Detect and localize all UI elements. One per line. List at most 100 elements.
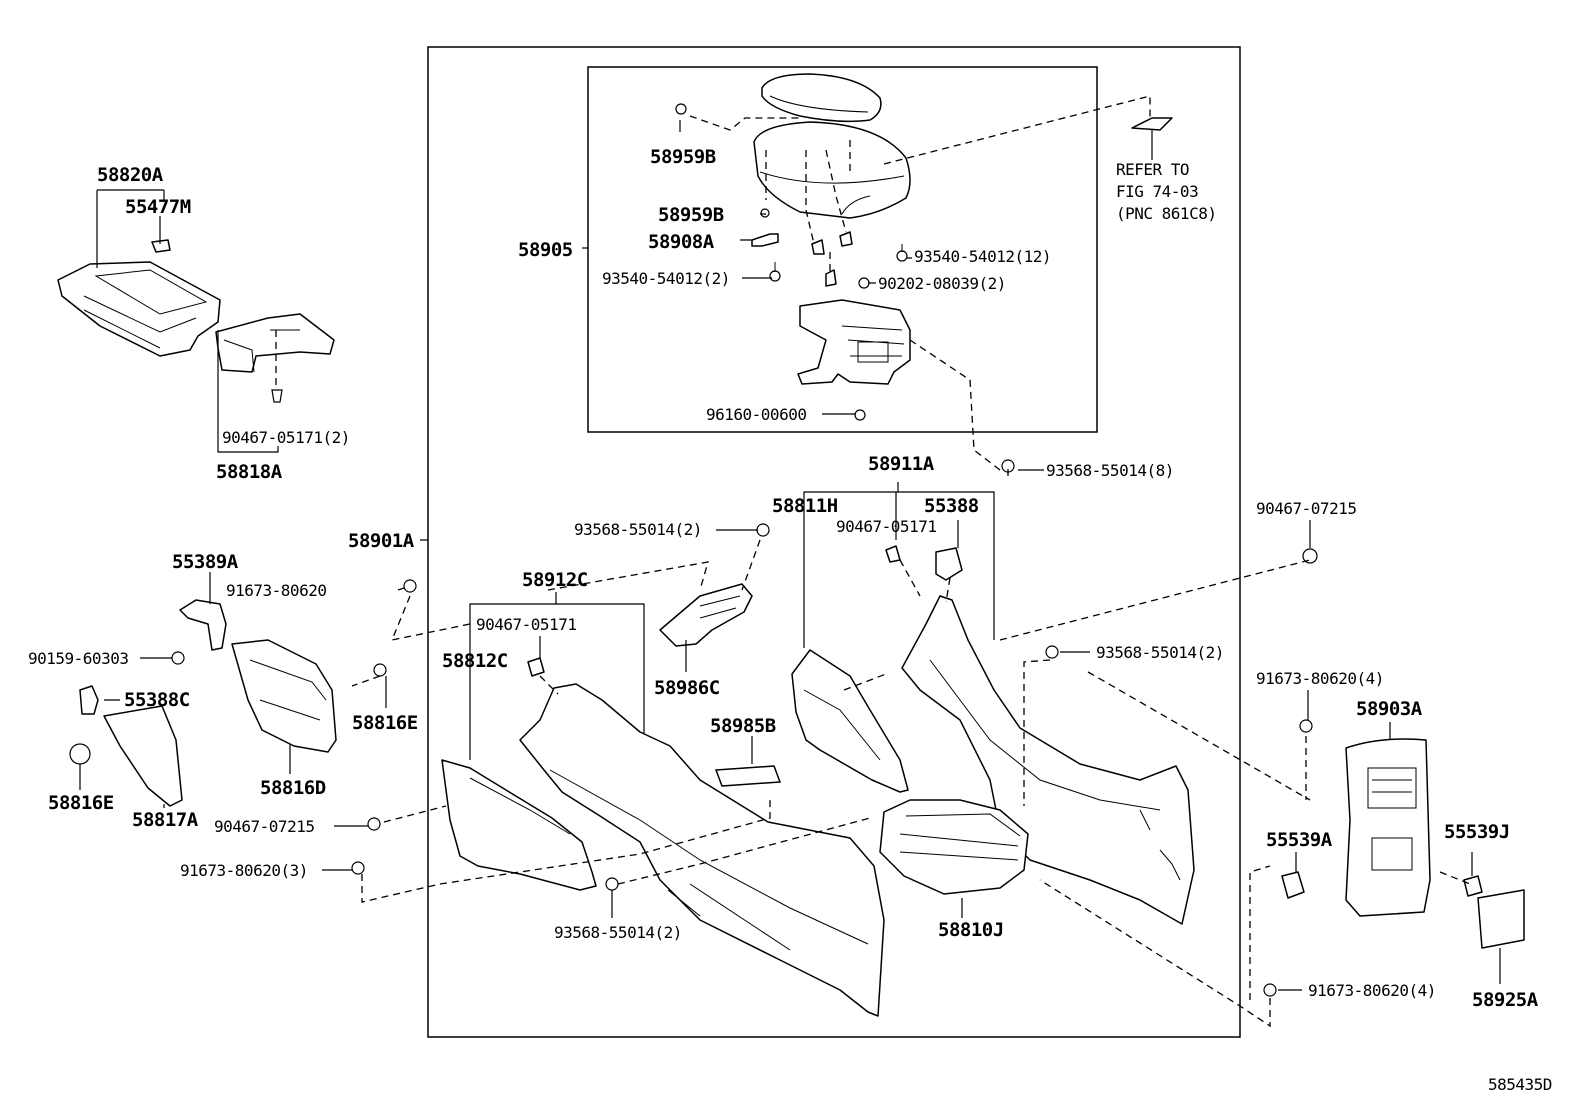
label-58817A: 58817A: [132, 809, 199, 831]
label-90202-08039-2: 90202-08039(2): [878, 274, 1006, 293]
label-58905: 58905: [518, 239, 573, 261]
label-58903A: 58903A: [1356, 698, 1423, 720]
refer-note-line2: FIG 74-03: [1116, 182, 1198, 201]
label-58816E-left: 58816E: [48, 792, 114, 814]
cap-58816E-right: [373, 663, 387, 677]
refer-note-line3: (PNC 861C8): [1116, 204, 1216, 223]
label-58820A: 58820A: [97, 164, 164, 186]
label-93568-55014-2-r: 93568-55014(2): [1096, 643, 1224, 662]
label-90467-07215-left: 90467-07215: [214, 817, 314, 836]
label-91673-80620: 91673-80620: [226, 581, 326, 600]
screw-91673-80620-4-top: [1299, 719, 1313, 733]
screw-93540-54012-2: [769, 262, 781, 282]
refer-plate: [1131, 117, 1173, 131]
screw-58959B-top: [675, 103, 687, 115]
label-93568-55014-2-top: 93568-55014(2): [574, 520, 702, 539]
screw-93540-54012-12: [896, 244, 908, 262]
label-58911A: 58911A: [868, 453, 935, 475]
armrest-hinge-clip: [751, 233, 779, 247]
label-58818A: 58818A: [216, 461, 283, 483]
bracket-58986C: [659, 583, 753, 647]
label-93540-54012-12: 93540-54012(12): [914, 247, 1051, 266]
panel-58817A: [103, 705, 183, 807]
refer-note-line1: REFER TO: [1116, 160, 1189, 179]
screw-93568-55014-2-top: [756, 523, 770, 537]
console-box-58820A: [57, 261, 221, 357]
rear-vent-58903A: [1345, 738, 1431, 917]
label-91673-80620-4-bot: 91673-80620(4): [1308, 981, 1436, 1000]
label-55389A: 55389A: [172, 551, 239, 573]
cap-58816E-left: [69, 743, 91, 765]
clip-90202-08039: [858, 277, 870, 289]
clip-90467-07215-left: [367, 817, 381, 831]
label-58908A: 58908A: [648, 231, 715, 253]
label-58810J: 58810J: [938, 919, 1004, 941]
label-58816E-right: 58816E: [352, 712, 418, 734]
label-93540-54012-2: 93540-54012(2): [602, 269, 730, 288]
screw-58959B-mid: [760, 208, 770, 218]
label-58811H: 58811H: [772, 495, 838, 517]
panel-58816D: [231, 639, 337, 753]
label-55539A: 55539A: [1266, 829, 1333, 851]
clip-55388C: [79, 685, 99, 715]
clip-55477M: [151, 239, 171, 253]
screw-91673-80620-3: [351, 861, 365, 875]
armrest-assembly-frame: [587, 66, 1098, 433]
main-dash-lines: [275, 330, 1471, 1028]
label-90467-07215-right: 90467-07215: [1256, 499, 1356, 518]
label-58959B-top: 58959B: [650, 146, 716, 168]
label-55539J: 55539J: [1444, 821, 1510, 843]
label-58901A: 58901A: [348, 530, 415, 552]
label-58925A: 58925A: [1472, 989, 1539, 1011]
label-93568-55014-2-bot: 93568-55014(2): [554, 923, 682, 942]
label-55388C: 55388C: [124, 689, 190, 711]
label-58986C: 58986C: [654, 677, 720, 699]
label-90159-60303: 90159-60303: [28, 649, 128, 668]
front-panel-58912C: [519, 683, 885, 1017]
label-90467-05171-2: 90467-05171(2): [222, 428, 350, 447]
clip-90467-05171-2: [271, 389, 283, 403]
console-assembly-frame: [427, 46, 1241, 1038]
bracket-55388: [935, 547, 963, 581]
label-58985B: 58985B: [710, 715, 776, 737]
side-panel-58812C: [441, 759, 597, 891]
cover-58985B: [715, 765, 781, 787]
label-58816D: 58816D: [260, 777, 326, 799]
label-58959B-mid: 58959B: [658, 204, 724, 226]
label-91673-80620-3: 91673-80620(3): [180, 861, 308, 880]
armrest-dash-lines: [689, 95, 1151, 471]
side-panel-58811H: [791, 649, 909, 793]
armrest-lid: [753, 121, 911, 219]
nut-96160-00600: [854, 409, 866, 421]
usb-55539J: [1463, 875, 1483, 897]
armrest-lid-pad: [761, 73, 882, 123]
label-96160-00600: 96160-00600: [706, 405, 806, 424]
nut-90159-60303: [171, 651, 185, 665]
cover-58925A: [1477, 889, 1525, 949]
screw-93568-55014-2-r: [1045, 645, 1059, 659]
panel-58818A: [215, 313, 335, 373]
screw-91673-80620-4-bot: [1263, 983, 1277, 997]
bracket-55389A: [179, 599, 227, 651]
screw-91673-80620-left: [403, 579, 417, 593]
label-58812C: 58812C: [442, 650, 508, 672]
rear-panel-58911A: [901, 595, 1195, 925]
tray-58810J: [879, 799, 1029, 895]
leader-lines: [79, 120, 1501, 991]
clip-90467-07215-right: [1302, 548, 1318, 564]
label-58912C: 58912C: [522, 569, 588, 591]
label-90467-05171-r: 90467-05171: [836, 517, 936, 536]
label-55388: 55388: [924, 495, 979, 517]
label-93568-55014-8: 93568-55014(8): [1046, 461, 1174, 480]
labels: 58820A 55477M 90467-05171(2) 58818A 5895…: [28, 146, 1552, 1094]
label-91673-80620-4-top: 91673-80620(4): [1256, 669, 1384, 688]
diagram-id: 585435D: [1488, 1075, 1552, 1094]
screw-93568-55014-2-bot: [605, 877, 619, 891]
clip-90467-05171-r: [885, 545, 901, 563]
armrest-brackets: [811, 231, 853, 287]
label-55477M: 55477M: [125, 196, 191, 218]
label-90467-05171-c: 90467-05171: [476, 615, 576, 634]
clip-90467-05171-c: [527, 657, 545, 677]
armrest-hinge-base: [797, 299, 911, 385]
